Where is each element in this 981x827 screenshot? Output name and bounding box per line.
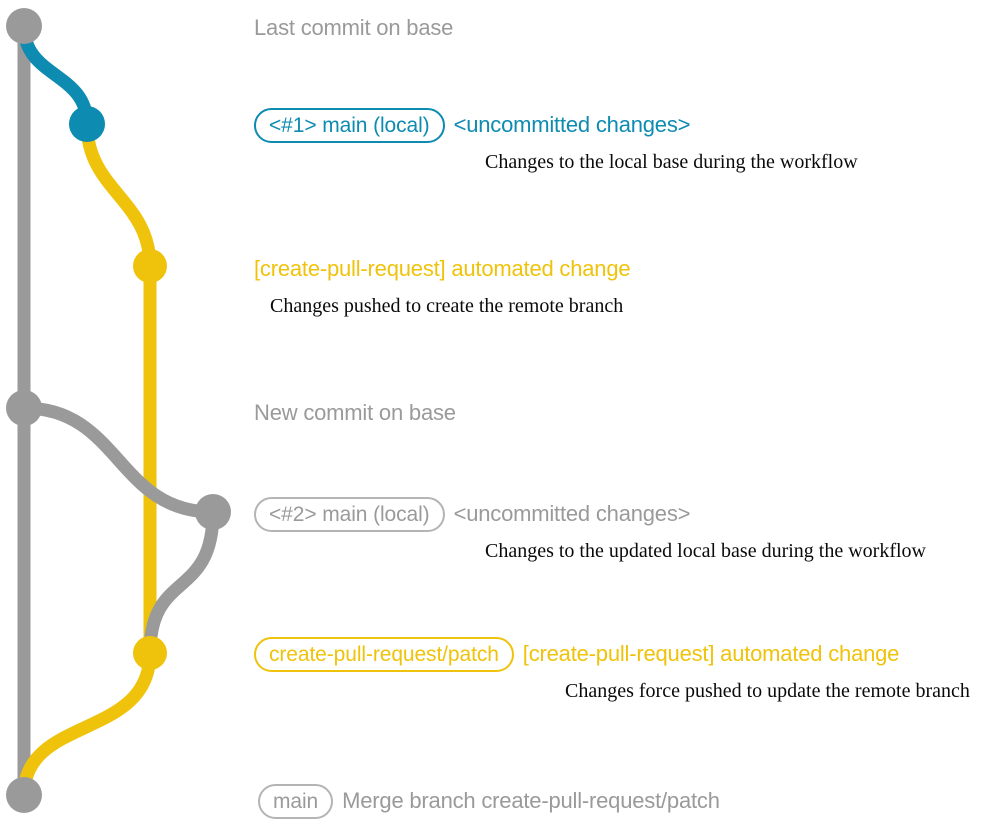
merge-commit-node[interactable] xyxy=(6,777,42,813)
row-local-main-2: <#2> main (local) <uncommitted changes> … xyxy=(254,496,981,561)
row-local-main-1: <#1> main (local) <uncommitted changes> … xyxy=(254,107,981,172)
row-head: New commit on base xyxy=(254,395,981,431)
branch-badge-create-pull-request-patch[interactable]: create-pull-request/patch xyxy=(254,636,514,672)
commit-description: Changes force pushed to update the remot… xyxy=(565,680,970,702)
row-last-commit-on-base: Last commit on base xyxy=(254,10,981,46)
graph-nodes xyxy=(6,8,231,813)
commit-description: Changes pushed to create the remote bran… xyxy=(270,295,624,317)
row-merge-commit: main Merge branch create-pull-request/pa… xyxy=(258,783,981,819)
gray-branch-to-local2 xyxy=(17,401,220,519)
commit-subject: Merge branch create-pull-request/patch xyxy=(342,788,720,813)
row-head: create-pull-request/patch [create-pull-r… xyxy=(254,636,981,672)
commit-subject: <uncommitted changes> xyxy=(453,112,691,137)
yellow-branch-start xyxy=(80,117,157,273)
row-automated-change-1: [create-pull-request] automated change C… xyxy=(254,251,981,316)
branch-badge-local-main-2[interactable]: <#2> main (local) xyxy=(254,496,445,532)
local-change-node[interactable] xyxy=(69,106,105,142)
row-new-commit-on-base: New commit on base xyxy=(254,395,981,431)
row-head: <#2> main (local) <uncommitted changes> xyxy=(254,496,981,532)
row-head: Last commit on base xyxy=(254,10,981,46)
branch-badge-main[interactable]: main xyxy=(258,783,334,819)
row-head: [create-pull-request] automated change xyxy=(254,251,981,287)
base-head-node[interactable] xyxy=(6,8,42,44)
yellow-merge-line xyxy=(17,646,157,802)
automated-commit-node[interactable] xyxy=(133,249,167,283)
gray-branch-to-patch xyxy=(143,505,220,660)
commit-subject: <uncommitted changes> xyxy=(453,501,691,526)
commit-subject: [create-pull-request] automated change xyxy=(254,256,631,281)
commit-description: Changes to the local base during the wor… xyxy=(485,151,858,173)
force-push-node[interactable] xyxy=(133,636,167,670)
commit-description: Changes to the updated local base during… xyxy=(485,540,926,562)
branch-badge-local-main-1[interactable]: <#1> main (local) xyxy=(254,107,445,143)
commit-subject: [create-pull-request] automated change xyxy=(522,641,900,666)
local-change-node-2[interactable] xyxy=(195,494,231,530)
commit-subject: Last commit on base xyxy=(254,15,454,40)
row-automated-change-2: create-pull-request/patch [create-pull-r… xyxy=(254,636,981,701)
new-base-commit-node[interactable] xyxy=(6,390,42,426)
commit-subject: New commit on base xyxy=(254,400,456,425)
row-head: <#1> main (local) <uncommitted changes> xyxy=(254,107,981,143)
row-head: main Merge branch create-pull-request/pa… xyxy=(258,783,981,819)
